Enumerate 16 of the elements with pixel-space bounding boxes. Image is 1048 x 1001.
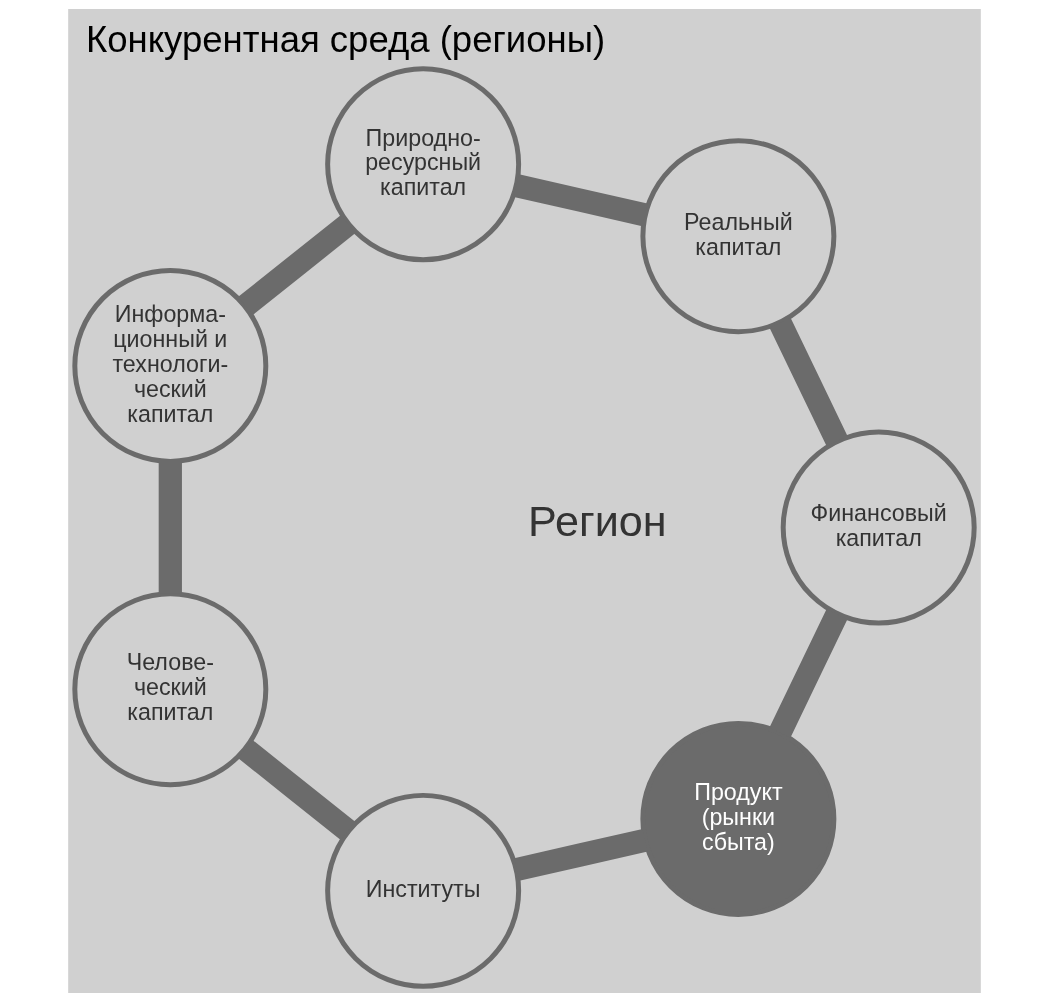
diagram-title: Конкурентная среда (регионы) xyxy=(85,18,605,60)
connector xyxy=(768,608,847,738)
node-circle: Финансовый капитал xyxy=(780,429,977,626)
label: Регион xyxy=(527,496,667,545)
node-circle: Реальный капитал xyxy=(639,137,836,334)
connector xyxy=(513,828,648,881)
connector xyxy=(237,214,355,315)
node-circle: Челове- ческий капитал xyxy=(71,590,268,787)
node-circle: Природно- ресурсный капитал xyxy=(324,65,521,262)
connector xyxy=(513,173,647,226)
node-circle: Продукт (рынки сбыта) xyxy=(639,720,836,917)
node-circle: Институты xyxy=(324,792,521,989)
connector xyxy=(237,739,355,840)
connector xyxy=(158,461,182,594)
node-circle: Информа- ционный и технологи- ческий капитал xyxy=(71,267,268,464)
connector xyxy=(769,317,848,446)
